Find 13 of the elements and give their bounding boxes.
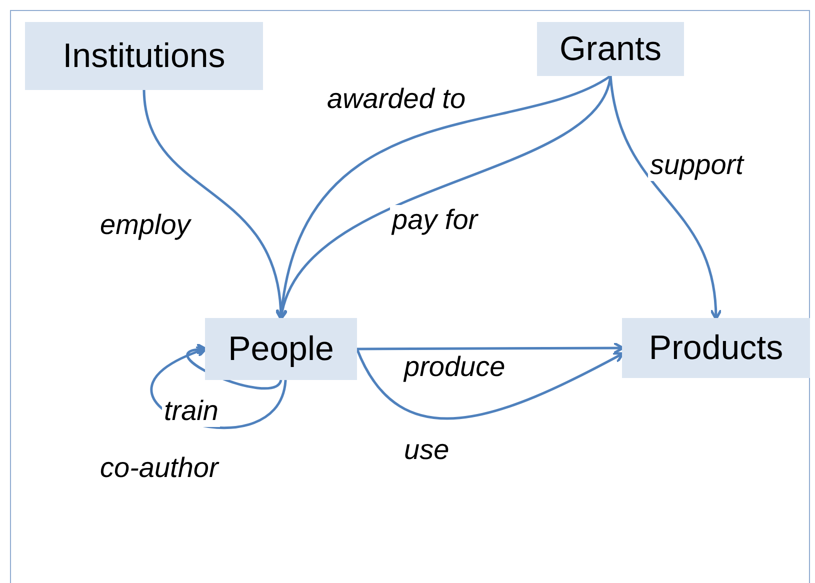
arrow (356, 348, 624, 420)
node-box (537, 22, 684, 76)
node-label: Grants (559, 30, 662, 68)
node-label: People (228, 330, 334, 368)
node-box (622, 318, 810, 378)
node-label: Institutions (62, 36, 226, 76)
node-box (205, 318, 357, 380)
node-label: Products (648, 328, 784, 368)
arrow (142, 90, 286, 320)
arrow (609, 76, 722, 320)
arrow (357, 342, 624, 354)
node-box (25, 22, 263, 90)
edge-label: pay for (390, 205, 480, 236)
